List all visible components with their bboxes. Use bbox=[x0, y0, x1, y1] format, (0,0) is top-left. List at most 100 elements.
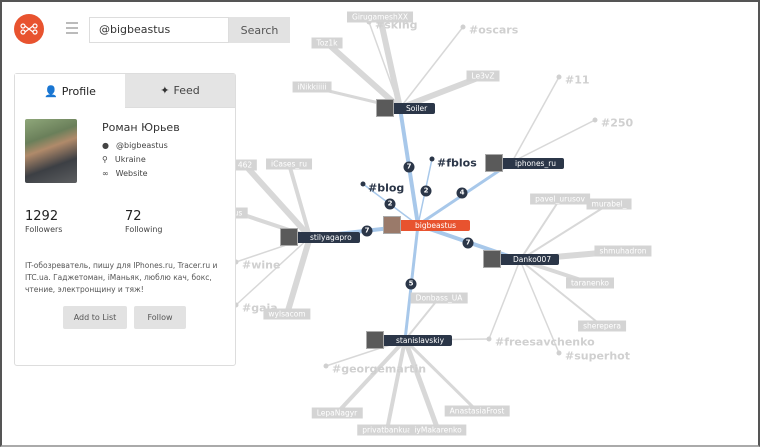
follow-button[interactable]: Follow bbox=[134, 306, 186, 329]
faded-tag[interactable]: #250 bbox=[601, 116, 634, 130]
weight-badge: 2 bbox=[420, 185, 432, 197]
node-stilyagapro[interactable]: stilyagapro bbox=[280, 228, 360, 246]
node-name: stanislavskiy bbox=[382, 334, 453, 346]
tab-profile[interactable]: 👤Profile bbox=[15, 74, 125, 108]
faded-tag[interactable]: #11 bbox=[565, 73, 590, 87]
faded-user-label[interactable]: LepaNagyr bbox=[311, 407, 363, 419]
weight-badge: 7 bbox=[462, 237, 474, 249]
faded-user-label[interactable]: Le3vZ bbox=[466, 70, 500, 82]
faded-user-label[interactable]: murabel_ bbox=[586, 198, 632, 210]
faded-edge bbox=[287, 163, 312, 238]
faded-edge bbox=[242, 162, 313, 240]
faded-tag[interactable]: #wine bbox=[242, 258, 281, 272]
faded-edge bbox=[519, 259, 560, 354]
node-name: stilyagapro bbox=[296, 231, 360, 243]
faded-user-label[interactable]: shmuhadron bbox=[594, 245, 652, 257]
tab-profile-label: Profile bbox=[61, 84, 96, 98]
faded-user-label[interactable]: taranenko bbox=[565, 277, 615, 289]
avatar bbox=[280, 228, 298, 246]
faded-user-label[interactable]: privatbankua bbox=[357, 424, 417, 436]
faded-user-label[interactable]: GirugameshXX bbox=[347, 11, 413, 23]
faded-edge bbox=[404, 297, 440, 341]
faded-user-label[interactable]: wylsacom bbox=[263, 308, 311, 320]
node-main[interactable]: bigbeastus bbox=[383, 216, 471, 234]
faded-edge bbox=[402, 339, 441, 431]
search-input[interactable]: @bigbeastus bbox=[89, 17, 229, 43]
node-name: Danko007 bbox=[499, 253, 560, 265]
faded-tag[interactable]: #freesavchenko bbox=[495, 335, 595, 349]
faded-edge bbox=[519, 198, 561, 261]
node-soiler[interactable]: Soiler bbox=[376, 99, 436, 117]
user-icon: 👤 bbox=[44, 84, 58, 98]
avatar bbox=[376, 99, 394, 117]
location-text: Ukraine bbox=[114, 155, 146, 164]
faded-edge bbox=[519, 259, 603, 327]
node-stanislavskiy[interactable]: stanislavskiy bbox=[366, 331, 453, 349]
faded-tag[interactable]: #georgemartin bbox=[332, 362, 427, 376]
tag-dot bbox=[556, 74, 562, 80]
faded-user-label[interactable]: Toz1k bbox=[311, 37, 343, 49]
weight-badge: 4 bbox=[456, 187, 468, 199]
following-label: Following bbox=[125, 225, 163, 234]
faded-user-label[interactable]: iCases_ru bbox=[266, 158, 312, 170]
tag-dot bbox=[486, 336, 492, 342]
location-pin-icon: ⚲ bbox=[102, 155, 108, 164]
faded-edge bbox=[325, 40, 402, 111]
hashtag-fblos[interactable]: #fblos bbox=[437, 156, 477, 170]
faded-edge bbox=[235, 236, 311, 306]
avatar bbox=[366, 331, 384, 349]
faded-edge bbox=[399, 26, 464, 109]
faded-user-label[interactable]: pavel_urusov bbox=[530, 193, 590, 205]
faded-user-label[interactable]: sherepera bbox=[578, 320, 626, 332]
faded-edge bbox=[511, 76, 560, 163]
tag-dot bbox=[556, 350, 562, 356]
website-link[interactable]: Website bbox=[115, 169, 148, 178]
profile-location: ⚲ Ukraine bbox=[102, 155, 146, 164]
faded-user-label[interactable]: iNikkiiiii bbox=[292, 81, 332, 93]
handle-text: @bigbeastus bbox=[115, 141, 168, 150]
followers-count: 1292 bbox=[25, 209, 59, 224]
profile-handle: ●@bigbeastus bbox=[102, 141, 168, 150]
add-to-list-button[interactable]: Add to List bbox=[63, 306, 127, 329]
faded-user-label[interactable]: 462 bbox=[232, 159, 258, 171]
search-button[interactable]: Search bbox=[229, 17, 290, 43]
tab-feed[interactable]: ✦Feed bbox=[125, 74, 235, 108]
avatar bbox=[483, 250, 501, 268]
node-danko[interactable]: Danko007 bbox=[483, 250, 560, 268]
profile-panel: 👤Profile ✦Feed Роман Юрьев ●@bigbeastus … bbox=[14, 73, 236, 366]
faded-tag[interactable]: #superhot bbox=[565, 349, 631, 363]
weight-badge: 7 bbox=[361, 225, 373, 237]
faded-edge bbox=[368, 21, 401, 109]
profile-website[interactable]: ∞Website bbox=[102, 169, 148, 178]
weight-badge: 2 bbox=[384, 198, 396, 210]
profile-bio: IT-обозреватель, пишу для IPhones.ru, Tr… bbox=[25, 261, 218, 294]
faded-edge bbox=[403, 338, 479, 413]
tag-dot bbox=[323, 363, 329, 369]
node-name: bigbeastus bbox=[399, 219, 471, 231]
avatar bbox=[25, 119, 77, 183]
logo-icon[interactable] bbox=[14, 14, 44, 44]
tab-feed-label: Feed bbox=[173, 84, 200, 97]
twitter-icon: ✦ bbox=[160, 84, 170, 97]
faded-edge bbox=[488, 259, 521, 340]
weight-badge: 7 bbox=[403, 161, 415, 173]
node-iphones[interactable]: iphones_ru bbox=[485, 154, 565, 172]
node-name: Soiler bbox=[392, 102, 436, 114]
faded-user-label[interactable]: iyMakarenko bbox=[409, 424, 467, 436]
faded-user-label[interactable]: us bbox=[228, 207, 248, 219]
hashtag-blog[interactable]: #blog bbox=[368, 181, 405, 195]
faded-edge bbox=[519, 203, 610, 261]
faded-edge bbox=[385, 339, 407, 431]
tag-dot bbox=[460, 24, 466, 30]
profile-name: Роман Юрьев bbox=[102, 121, 180, 134]
faded-user-label[interactable]: Donbass_UA bbox=[410, 292, 468, 304]
menu-icon[interactable] bbox=[66, 22, 78, 37]
faded-edge bbox=[284, 236, 313, 315]
avatar bbox=[383, 216, 401, 234]
faded-user-label[interactable]: AnastasiaFrost bbox=[444, 405, 510, 417]
node-name: iphones_ru bbox=[501, 157, 565, 169]
faded-tag[interactable]: #oscars bbox=[469, 23, 519, 37]
followers-label: Followers bbox=[25, 225, 63, 234]
